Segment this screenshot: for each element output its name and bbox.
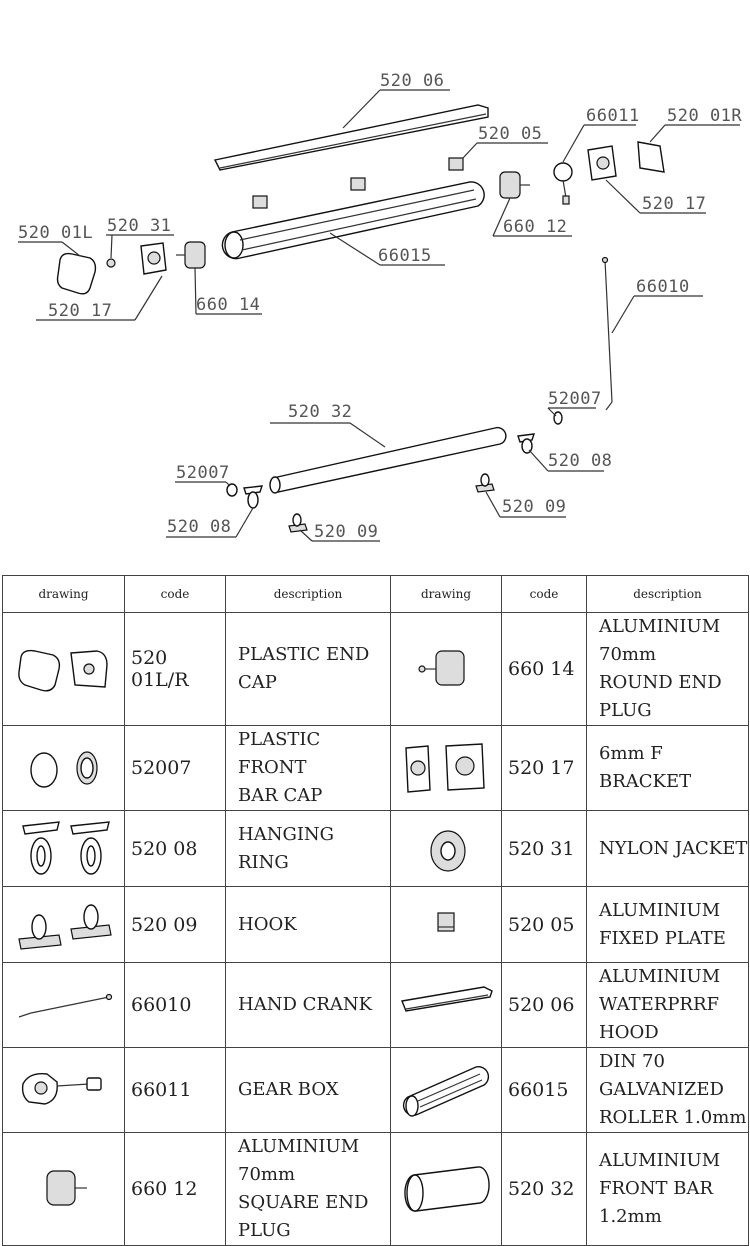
front-bar-cap-left-part (226, 483, 238, 497)
table-row: 66011 GEAR BOX 66015 DIN 70 GALVANIZED R… (2, 1047, 749, 1133)
header-description: description (225, 575, 391, 613)
part-description: PLASTIC FRONT BAR CAP (225, 725, 391, 811)
header-drawing: drawing (390, 575, 502, 613)
roller-icon (390, 1047, 502, 1133)
table-row: 660 12 ALUMINIUM 70mm SQUARE END PLUG 52… (2, 1132, 749, 1246)
part-code: 660 12 (124, 1132, 226, 1246)
part-code: 660 14 (501, 612, 587, 726)
hanging-ring-right-part (517, 433, 536, 454)
part-description: ALUMINIUM 70mm SQUARE END PLUG (225, 1132, 391, 1246)
header-drawing: drawing (2, 575, 125, 613)
label-520-31: 520 31 (107, 216, 171, 236)
label-520-09-left: 520 09 (314, 522, 378, 542)
gear-box-icon (2, 1047, 125, 1133)
table-row: 520 08 HANGING RING 520 31 NYLON JACKET (2, 810, 749, 887)
label-660-14: 660 14 (196, 295, 260, 315)
table-row: 520 01L/R PLASTIC END CAP 660 14 ALUMINI… (2, 612, 749, 726)
hand-crank-part (601, 256, 613, 411)
label-520-08-right: 520 08 (548, 451, 612, 471)
nylon-jacket-icon (390, 810, 502, 887)
label-520-17-left: 520 17 (48, 301, 112, 321)
nylon-jacket-part (106, 258, 116, 268)
table-row: 520 09 HOOK 520 05 ALUMINIUM FIXED PLATE (2, 886, 749, 963)
front-bar-cap-icon (2, 725, 125, 811)
part-code: 520 05 (501, 886, 587, 963)
exploded-parts-diagram: 520 06 520 05 66015 660 12 66011 520 17 (18, 71, 742, 542)
front-bar-cap-right-part (553, 411, 563, 425)
table-row: 52007 PLASTIC FRONT BAR CAP 520 17 6mm F… (2, 725, 749, 811)
round-end-plug-icon (390, 612, 502, 726)
label-660-12: 660 12 (503, 217, 567, 237)
part-code: 520 08 (124, 810, 226, 887)
hanging-ring-left-part (243, 485, 264, 509)
part-code: 520 17 (501, 725, 587, 811)
label-66015: 66015 (378, 246, 432, 266)
fixed-plate-icon (390, 886, 502, 963)
end-cap-right-part (637, 141, 665, 173)
label-520-05: 520 05 (478, 124, 542, 144)
label-520-01R: 520 01R (667, 106, 742, 126)
waterproof-hood-part (213, 104, 489, 171)
part-code: 66010 (124, 962, 226, 1048)
hand-crank-icon (2, 962, 125, 1048)
label-66010: 66010 (636, 277, 690, 297)
label-52007-right: 52007 (548, 389, 602, 409)
part-description: ALUMINIUM FRONT BAR 1.2mm (586, 1132, 749, 1246)
part-description: HANGING RING (225, 810, 391, 887)
part-code: 520 32 (501, 1132, 587, 1246)
part-code: 520 09 (124, 886, 226, 963)
label-520-06: 520 06 (380, 71, 444, 91)
header-code: code (124, 575, 226, 613)
parts-table: drawing code description drawing code de… (2, 575, 749, 1246)
label-520-01L: 520 01L (18, 223, 93, 243)
front-bar-part (269, 426, 507, 494)
label-520-08-left: 520 08 (167, 517, 231, 537)
hook-icon (2, 886, 125, 963)
header-description: description (586, 575, 749, 613)
part-description: PLASTIC END CAP (225, 612, 391, 726)
part-description: 6mm F BRACKET (586, 725, 749, 811)
part-description: DIN 70 GALVANIZED ROLLER 1.0mm (586, 1047, 749, 1133)
front-bar-icon (390, 1132, 502, 1246)
gear-box-part (553, 162, 573, 205)
part-code: 520 01L/R (124, 612, 226, 726)
square-end-plug-part (499, 171, 530, 199)
hook-right-part (475, 473, 495, 493)
f-bracket-right-part (587, 145, 617, 181)
label-52007-left: 52007 (176, 463, 230, 483)
fixed-plates-part (252, 157, 464, 209)
part-code: 66011 (124, 1047, 226, 1133)
f-bracket-left-part (140, 242, 167, 275)
part-code: 52007 (124, 725, 226, 811)
waterproof-hood-icon (390, 962, 502, 1048)
header-code: code (501, 575, 587, 613)
end-cap-left-part (56, 252, 97, 295)
round-end-plug-part (176, 241, 206, 269)
part-code: 520 06 (501, 962, 587, 1048)
part-description: GEAR BOX (225, 1047, 391, 1133)
table-row: 66010 HAND CRANK 520 06 ALUMINIUM WATERP… (2, 962, 749, 1048)
part-description: NYLON JACKET (586, 810, 749, 887)
end-cap-icon (2, 612, 125, 726)
square-end-plug-icon (2, 1132, 125, 1246)
label-520-17-right: 520 17 (642, 194, 706, 214)
part-description: HOOK (225, 886, 391, 963)
table-header-row: drawing code description drawing code de… (2, 575, 749, 613)
part-code: 520 31 (501, 810, 587, 887)
hanging-ring-icon (2, 810, 125, 887)
part-description: ALUMINIUM FIXED PLATE (586, 886, 749, 963)
part-description: ALUMINIUM 70mm ROUND END PLUG (586, 612, 749, 726)
f-bracket-icon (390, 725, 502, 811)
roller-part (221, 181, 485, 260)
part-description: ALUMINIUM WATERPRRF HOOD (586, 962, 749, 1048)
label-520-32: 520 32 (288, 402, 352, 422)
part-code: 66015 (501, 1047, 587, 1133)
part-description: HAND CRANK (225, 962, 391, 1048)
label-66011: 66011 (586, 106, 640, 126)
hook-left-part (288, 513, 308, 533)
label-520-09-right: 520 09 (502, 497, 566, 517)
